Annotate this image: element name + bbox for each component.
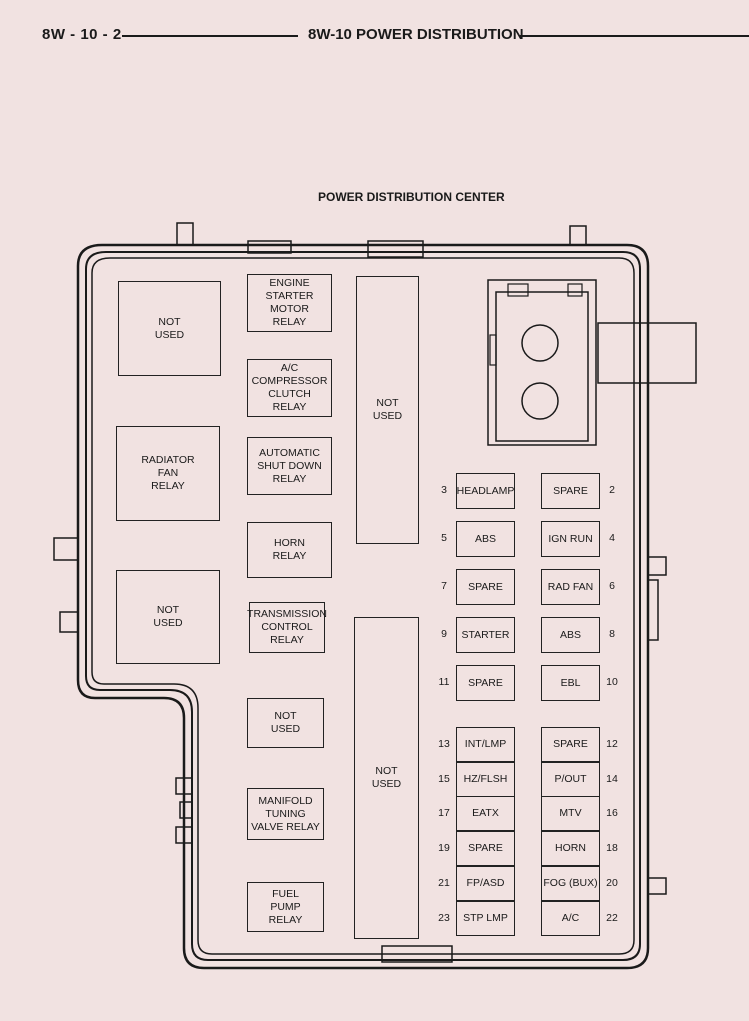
fuse-number-23: 23 bbox=[438, 911, 450, 924]
relay-not-used-2: NOT USED bbox=[116, 570, 220, 664]
fuel-pump-relay: FUEL PUMP RELAY bbox=[247, 882, 324, 932]
section-title: 8W-10 POWER DISTRIBUTION bbox=[308, 26, 524, 43]
fuse-3: HEADLAMP bbox=[456, 473, 515, 509]
fuse-14: P/OUT bbox=[541, 762, 600, 797]
engine-starter-motor-relay: ENGINE STARTER MOTOR RELAY bbox=[247, 274, 332, 332]
fuse-6: RAD FAN bbox=[541, 569, 600, 605]
fuse-number-9: 9 bbox=[441, 628, 447, 640]
fuse-12: SPARE bbox=[541, 727, 600, 762]
fuse-number-22: 22 bbox=[606, 911, 618, 924]
fuse-number-8: 8 bbox=[609, 628, 615, 640]
relay-not-used-3: NOT USED bbox=[247, 698, 324, 748]
horn-relay: HORN RELAY bbox=[247, 522, 332, 578]
fuse-19: SPARE bbox=[456, 831, 515, 866]
fuse-21: FP/ASD bbox=[456, 866, 515, 901]
fuse-2: SPARE bbox=[541, 473, 600, 509]
fuse-22: A/C bbox=[541, 901, 600, 936]
page-header: 8W - 10 - 2 8W-10 POWER DISTRIBUTION bbox=[0, 22, 749, 50]
transmission-control-relay: TRANSMISSION CONTROL RELAY bbox=[247, 602, 327, 653]
fuse-number-11: 11 bbox=[438, 676, 450, 688]
fuse-number-16: 16 bbox=[606, 806, 618, 819]
fuse-number-20: 20 bbox=[606, 876, 618, 889]
header-rule-left bbox=[122, 35, 298, 37]
fuse-number-13: 13 bbox=[438, 737, 450, 750]
fuse-7: SPARE bbox=[456, 569, 515, 605]
fuse-5: ABS bbox=[456, 521, 515, 557]
page-number: 8W - 10 - 2 bbox=[42, 26, 122, 43]
fuse-11: SPARE bbox=[456, 665, 515, 701]
fuse-16: MTV bbox=[541, 796, 600, 831]
fuse-8: ABS bbox=[541, 617, 600, 653]
manifold-tuning-valve-relay: MANIFOLD TUNING VALVE RELAY bbox=[247, 788, 324, 840]
fuse-number-3: 3 bbox=[441, 484, 447, 496]
fuse-number-10: 10 bbox=[606, 676, 618, 688]
fuse-number-19: 19 bbox=[438, 841, 450, 854]
header-rule-right bbox=[520, 35, 749, 37]
fuse-10: EBL bbox=[541, 665, 600, 701]
automatic-shut-down-relay: AUTOMATIC SHUT DOWN RELAY bbox=[247, 437, 332, 495]
not-used-upper-strip: NOT USED bbox=[356, 276, 419, 544]
fuse-number-4: 4 bbox=[609, 532, 615, 544]
fuse-18: HORN bbox=[541, 831, 600, 866]
fuse-13: INT/LMP bbox=[456, 727, 515, 762]
fuse-23: STP LMP bbox=[456, 901, 515, 936]
fuse-9: STARTER bbox=[456, 617, 515, 653]
fuse-number-7: 7 bbox=[441, 580, 447, 592]
fuse-number-2: 2 bbox=[609, 484, 615, 496]
fuse-number-15: 15 bbox=[438, 772, 450, 785]
fuse-number-21: 21 bbox=[438, 876, 450, 889]
diagram-title: POWER DISTRIBUTION CENTER bbox=[318, 190, 505, 204]
not-used-lower-strip: NOT USED bbox=[354, 617, 419, 939]
ac-compressor-clutch-relay: A/C COMPRESSOR CLUTCH RELAY bbox=[247, 359, 332, 417]
fuse-number-12: 12 bbox=[606, 737, 618, 750]
fuse-17: EATX bbox=[456, 796, 515, 831]
fuse-15: HZ/FLSH bbox=[456, 762, 515, 797]
fuse-number-6: 6 bbox=[609, 580, 615, 592]
fuse-4: IGN RUN bbox=[541, 521, 600, 557]
fuse-20: FOG (BUX) bbox=[541, 866, 600, 901]
radiator-fan-relay: RADIATOR FAN RELAY bbox=[116, 426, 220, 521]
fuse-number-17: 17 bbox=[438, 806, 450, 819]
fuse-number-14: 14 bbox=[606, 772, 618, 785]
fuse-number-5: 5 bbox=[441, 532, 447, 544]
relay-not-used-1: NOT USED bbox=[118, 281, 221, 376]
fuse-number-18: 18 bbox=[606, 841, 618, 854]
